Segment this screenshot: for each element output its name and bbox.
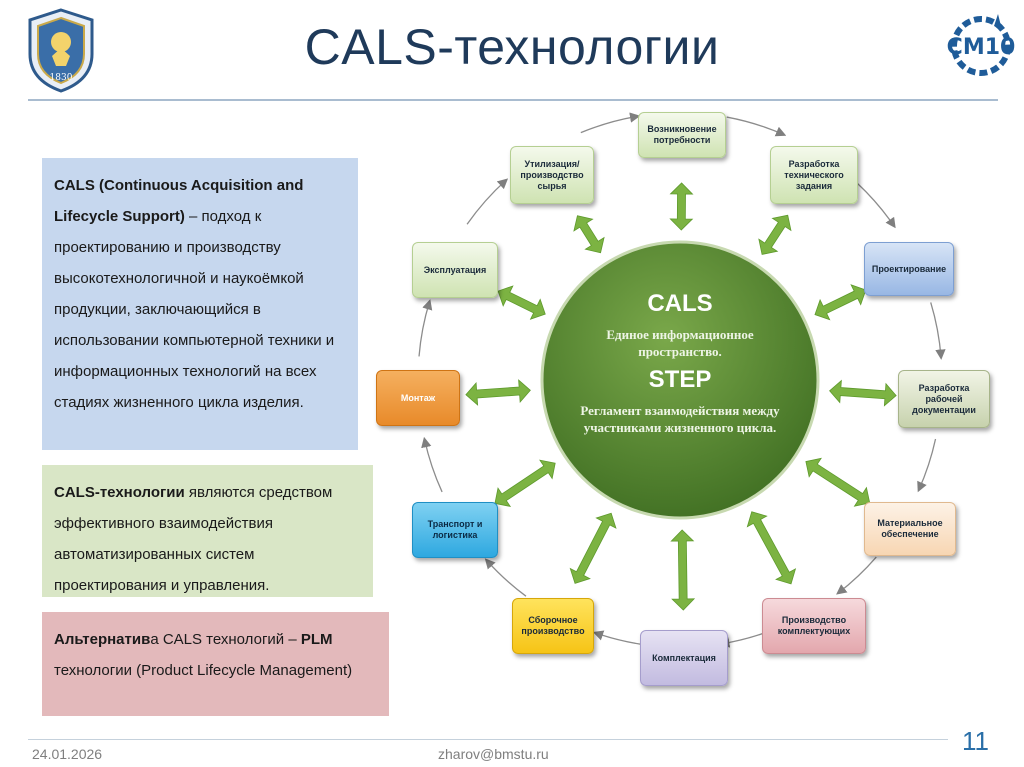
spoke-arrow-5	[746, 511, 797, 585]
ring-arrow-8	[421, 436, 443, 493]
node-completion: Комплектация	[640, 630, 728, 686]
node-transport-logistics: Транспорт и логистика	[412, 502, 498, 558]
spoke-arrow-4	[805, 457, 871, 507]
node-assembly: Сборочное производство	[512, 598, 594, 654]
page-title: CALS-технологии	[304, 19, 720, 75]
ring-arrow-9	[418, 299, 433, 357]
alternative-box: Альтернатива CALS технологий – PLM техно…	[42, 612, 389, 716]
university-crest-icon: 1830	[22, 6, 100, 94]
alternative-text: технологии (Product Lifecycle Management…	[54, 662, 353, 679]
ring-arrow-3	[917, 438, 937, 493]
ring-arrow-7	[484, 558, 527, 597]
lifecycle-diagram-graphics	[418, 112, 946, 648]
center-circle	[540, 240, 820, 520]
node-components-production: Производство комплектующих	[762, 598, 866, 654]
node-working-docs: Разработка рабочей документации	[898, 370, 990, 428]
ring-arrow-6	[592, 630, 646, 646]
ring-arrow-1	[856, 182, 896, 229]
title-divider	[28, 99, 998, 101]
spoke-arrow-1	[758, 214, 792, 255]
spoke-arrow-0	[669, 182, 694, 231]
node-design: Проектирование	[864, 242, 954, 296]
definition-text: – подход к проектированию и производству…	[54, 208, 335, 411]
spoke-arrow-3	[829, 379, 897, 407]
crest-year: 1830	[50, 73, 73, 83]
center-step-title: STEP	[648, 366, 712, 393]
alternative-term-rest: а CALS технологий –	[150, 631, 301, 648]
node-material-supply: Материальное обеспечение	[864, 502, 956, 556]
ring-arrow-4	[836, 556, 877, 595]
spoke-arrow-9	[465, 379, 531, 406]
spoke-arrow-11	[573, 215, 605, 254]
technologies-term: CALS-технологии	[54, 484, 185, 501]
footer-divider	[28, 739, 948, 740]
ring-arrow-10	[466, 178, 509, 225]
alternative-term-bold: Альтернатив	[54, 631, 151, 648]
center-step-desc: Регламент взаимодействия между участника…	[580, 403, 780, 435]
spoke-arrow-10	[497, 285, 546, 320]
node-need-origin: Возникновение потребности	[638, 112, 726, 158]
spoke-arrow-2	[814, 284, 867, 321]
node-recycling: Утилизация/ производство сырья	[510, 146, 594, 204]
node-operation: Эксплуатация	[412, 242, 498, 298]
node-tech-spec: Разработка технического задания	[770, 146, 858, 204]
ring-arrow-11	[580, 112, 641, 134]
technologies-box: CALS-технологии являются средством эффек…	[42, 465, 373, 597]
page-number: 11	[962, 726, 989, 756]
spoke-arrow-6	[670, 529, 696, 611]
center-cals-title: CALS	[647, 290, 713, 317]
definition-box: CALS (Continuous Acquisition and Lifecyc…	[42, 158, 358, 450]
alternative-plm: PLM	[300, 631, 333, 648]
definition-term: CALS (Continuous Acquisition and Lifecyc…	[54, 177, 304, 225]
sm10-logo-icon: СМ10	[946, 12, 1016, 80]
technologies-text: являются средством эффективного взаимоде…	[54, 484, 333, 594]
sm10-logo-text: СМ10	[947, 35, 1016, 60]
ring-arrow-0	[726, 116, 787, 137]
ring-arrow-2	[930, 302, 946, 360]
spoke-arrow-7	[569, 512, 617, 584]
node-installation: Монтаж	[376, 370, 460, 426]
spoke-arrow-8	[494, 459, 556, 508]
lifecycle-diagram: CALS Единое информационное пространство.…	[370, 104, 1010, 704]
footer-date: 24.01.2026	[32, 746, 103, 762]
footer-email: zharov@bmstu.ru	[438, 746, 549, 762]
center-cals-desc: Единое информационное пространство.	[606, 327, 754, 359]
